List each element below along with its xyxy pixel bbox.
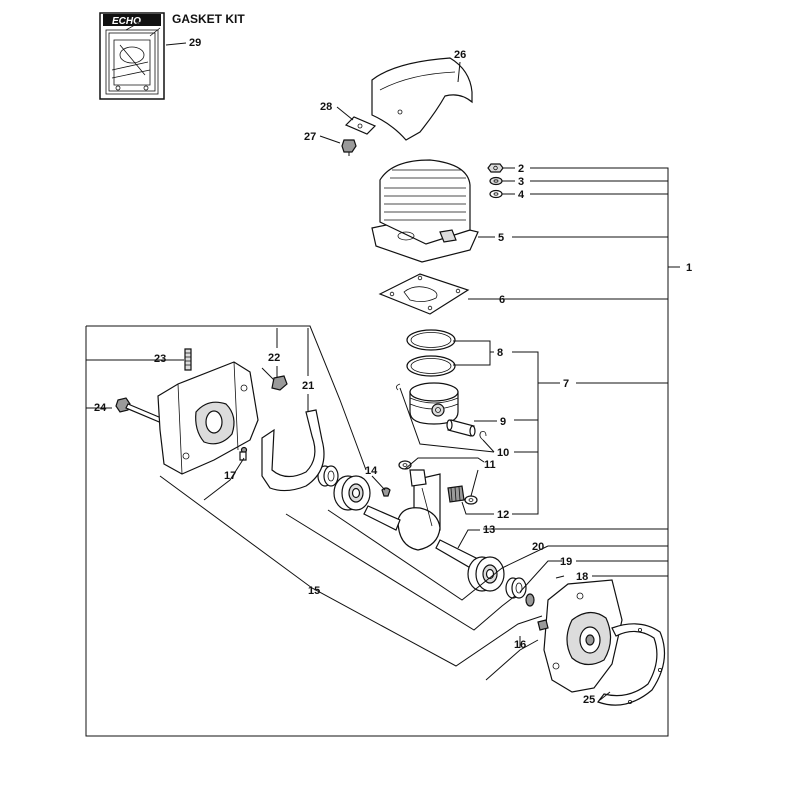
callout-21[interactable]: 21 [302,380,314,392]
callout-10[interactable]: 10 [497,447,509,459]
part-crankshaft[interactable] [363,469,481,571]
gasket-kit-panel: ECHO GASKET KIT 29 [99,12,245,100]
part-housing-gasket[interactable] [597,623,666,706]
part-dowel-pin[interactable] [239,451,247,461]
part-spring-washer[interactable] [489,176,503,186]
part-crankcase-right[interactable] [537,579,623,693]
callout-1[interactable]: 1 [686,262,692,274]
part-washer[interactable] [489,189,503,199]
callout-14[interactable]: 14 [365,465,378,477]
part-stud[interactable] [184,348,192,371]
part-crankcase-bolt[interactable] [261,367,288,391]
part-cylinder-gasket[interactable] [378,273,470,315]
callout-19[interactable]: 19 [560,556,572,568]
part-piston-pin[interactable] [446,419,476,437]
callout-8[interactable]: 8 [497,347,503,359]
callout-labels: 1 2 3 4 5 6 7 8 9 10 11 12 13 14 15 16 1… [94,49,692,706]
echo-logo-text: ECHO [112,16,141,27]
part-shim[interactable] [525,593,535,607]
part-bolt-small[interactable] [341,139,357,156]
callout-28[interactable]: 28 [320,101,332,113]
gasket-kit-ref[interactable]: 29 [189,37,201,49]
callout-15[interactable]: 15 [308,585,320,597]
part-cylinder[interactable] [371,159,479,263]
callout-13[interactable]: 13 [483,524,495,536]
callout-9[interactable]: 9 [500,416,506,428]
callout-23[interactable]: 23 [154,353,166,365]
callout-5[interactable]: 5 [498,232,504,244]
part-crankcase-left[interactable] [157,361,259,475]
callout-18[interactable]: 18 [576,571,588,583]
callout-4[interactable]: 4 [518,189,525,201]
part-crankcase-gasket[interactable] [261,409,325,492]
gasket-kit-title: GASKET KIT [172,12,245,26]
callout-26[interactable]: 26 [454,49,466,61]
callout-12[interactable]: 12 [497,509,509,521]
part-woodruff-key[interactable] [381,487,391,497]
callout-11[interactable]: 11 [484,459,496,471]
part-muffler-cover[interactable] [371,57,473,141]
callout-22[interactable]: 22 [268,352,280,364]
part-long-bolt[interactable] [115,397,167,425]
echo-logo [103,14,161,26]
callout-3[interactable]: 3 [518,176,524,188]
callout-20[interactable]: 20 [532,541,544,553]
part-needle-bearing[interactable] [447,485,465,503]
part-nut[interactable] [487,163,504,173]
callout-24[interactable]: 24 [94,402,107,414]
part-bracket[interactable] [344,116,377,135]
callout-6[interactable]: 6 [499,294,505,306]
part-piston[interactable] [396,382,459,425]
callout-2[interactable]: 2 [518,163,524,175]
part-piston-rings[interactable] [406,329,456,377]
callout-25[interactable]: 25 [583,694,595,706]
part-bearing-left[interactable] [333,475,371,511]
callout-17[interactable]: 17 [224,470,236,482]
callout-7[interactable]: 7 [563,378,569,390]
part-circlip[interactable] [479,431,487,441]
callout-16[interactable]: 16 [514,639,526,651]
callout-27[interactable]: 27 [304,131,316,143]
part-oil-seal-right[interactable] [505,577,527,599]
leader-lines [85,61,680,737]
part-bearing-right[interactable] [467,556,505,592]
gasket-kit-thumbnail [105,21,161,95]
part-oil-seal-left[interactable] [317,465,339,487]
